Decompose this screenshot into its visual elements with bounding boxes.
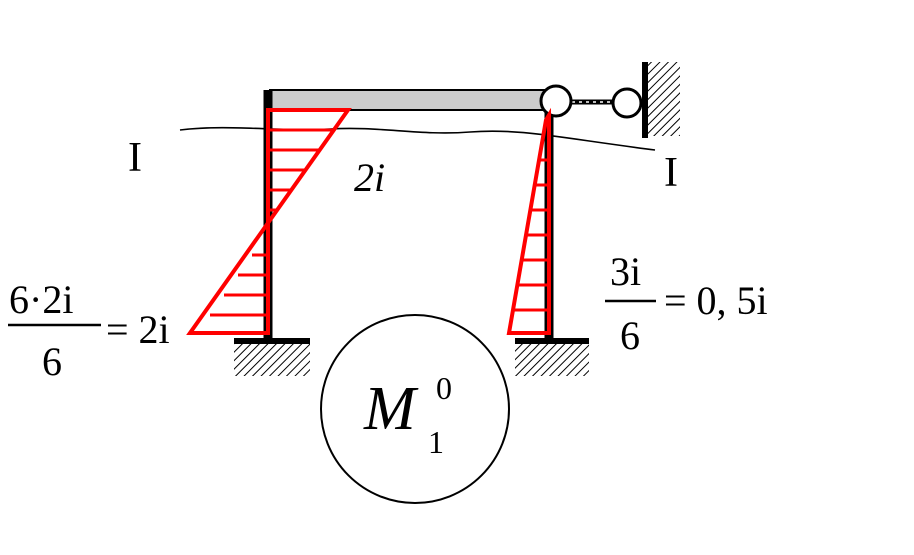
left-value-numerator: 6·2i — [9, 277, 74, 322]
hinge-node — [539, 84, 573, 118]
wall-hatch — [648, 62, 680, 136]
left-value-result: = 2i — [106, 307, 170, 352]
beam-moment-label: 2i — [354, 155, 386, 200]
right-value-denominator: 6 — [620, 313, 640, 358]
diagram-title-circle — [320, 314, 510, 504]
diagram-title-subscript: 1 — [428, 424, 444, 460]
section-line — [179, 126, 656, 151]
section-label-left: I — [128, 135, 142, 181]
link-node — [611, 87, 643, 119]
diagram-title-symbol: M — [364, 375, 416, 443]
left-value-denominator: 6 — [42, 339, 62, 384]
right-support-hatch — [515, 344, 589, 376]
right-moment-diagram — [506, 107, 551, 335]
left-moment-diagram — [186, 108, 352, 335]
top-beam — [269, 89, 551, 111]
right-value-result: = 0, 5i — [664, 278, 768, 323]
left-support-hatch — [234, 344, 310, 376]
right-value-numerator: 3i — [610, 249, 642, 294]
section-label-right: I — [664, 150, 678, 196]
diagram-title-superscript: 0 — [436, 370, 452, 406]
